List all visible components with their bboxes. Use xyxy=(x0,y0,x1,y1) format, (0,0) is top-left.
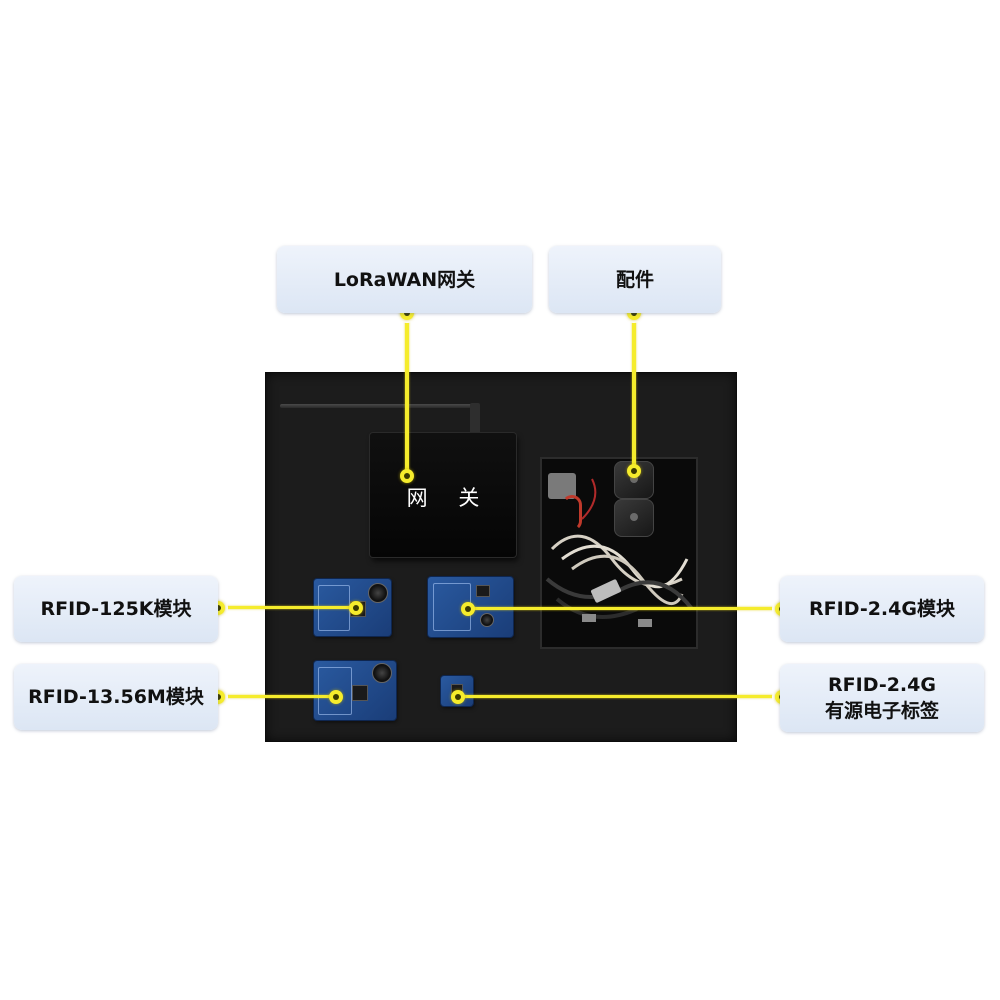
accessories-compartment xyxy=(540,457,698,649)
callout-accessories-text: 配件 xyxy=(615,268,654,291)
leader-line-gateway xyxy=(405,312,409,476)
callout-rfid-1356m: RFID-13.56M模块 xyxy=(14,664,218,730)
callout-rfid-24g-text: RFID-2.4G模块 xyxy=(809,598,955,620)
red-wire xyxy=(562,495,582,531)
power-adapter-led xyxy=(630,475,638,483)
callout-lorawan-gateway: LoRaWAN网关 xyxy=(277,246,532,313)
board-chip xyxy=(352,685,368,701)
lorawan-gateway-device xyxy=(370,433,516,557)
rfid-1356m-board xyxy=(314,661,396,720)
leader-line-24g xyxy=(468,607,782,610)
leader-dot xyxy=(627,464,641,478)
leader-line-accessories xyxy=(632,312,636,471)
callout-rfid-24g-tag-line2: 有源电子标签 xyxy=(824,700,939,722)
leader-dot xyxy=(461,602,475,616)
cables-drawing xyxy=(545,478,694,627)
power-adapter-2 xyxy=(614,499,654,537)
leader-line-1356m xyxy=(218,695,336,698)
buzzer xyxy=(368,583,388,603)
antenna-base xyxy=(470,403,480,437)
leader-line-125k xyxy=(218,606,356,609)
power-adapter-led xyxy=(630,513,638,521)
callout-rfid-24g-tag-line1: RFID-2.4G xyxy=(828,674,936,696)
buzzer xyxy=(480,613,494,627)
antenna-coil xyxy=(318,667,352,715)
callout-rfid-24g-tag: RFID-2.4G 有源电子标签 xyxy=(780,664,984,732)
gateway-antenna xyxy=(280,404,478,408)
cable-connector xyxy=(548,473,576,499)
leader-dot xyxy=(349,601,363,615)
board-chip xyxy=(476,585,490,597)
callout-accessories: 配件 xyxy=(549,246,721,313)
leader-dot xyxy=(329,690,343,704)
callout-rfid-1356m-text: RFID-13.56M模块 xyxy=(28,686,204,708)
buzzer xyxy=(372,663,392,683)
case-border xyxy=(265,372,737,742)
callout-rfid-125k: RFID-125K模块 xyxy=(14,576,218,642)
leader-line-24g-tag xyxy=(458,695,782,698)
callout-rfid-125k-text: RFID-125K模块 xyxy=(40,598,192,620)
leader-dot xyxy=(400,469,414,483)
callout-lorawan-gateway-text: LoRaWAN网关 xyxy=(333,268,476,291)
callout-rfid-24g: RFID-2.4G模块 xyxy=(780,576,984,642)
leader-dot xyxy=(451,690,465,704)
gateway-device-label: 网 关 xyxy=(406,486,492,510)
